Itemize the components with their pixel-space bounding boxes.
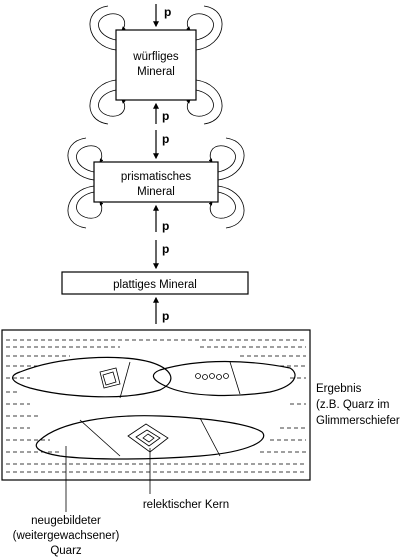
relict-core-label: relektischer Kern [143,499,229,511]
new-quartz-label-3: Quarz [50,545,82,557]
pressure-label-bottom-platy: p [162,309,169,323]
result-label-1: Ergebnis [316,383,362,395]
quartz-lens-3 [35,415,265,460]
cubic-mineral-label-2: Mineral [137,66,175,78]
platy-mineral-box [61,271,249,295]
prismatic-mineral-label-2: Mineral [137,186,175,198]
relict-core-1 [99,367,121,389]
cubic-mineral-group: würfliges Mineral p p [89,4,223,125]
schist-frame [1,329,311,481]
pressure-label-top-prismatic: p [162,132,169,146]
relict-core-2 [195,373,229,380]
prismatic-mineral-label-1: prismatisches [121,171,192,183]
quartz-lens-1 [12,356,172,398]
result-label-2: (z.B. Quarz im [316,399,389,411]
cubic-mineral-box [115,29,197,101]
prismatic-corner-flows [67,137,245,229]
platy-mineral-label: plattiges Mineral [113,279,197,291]
cubic-mineral-label-1: würfliges [132,51,179,63]
schist-texture [1,329,311,512]
pressure-label-bottom-prismatic: p [162,219,169,233]
pressure-label-bottom-cubic: p [162,109,169,123]
prismatic-mineral-group: p prismatisches Mineral p [67,130,245,233]
pressure-label-top-platy: p [162,242,169,256]
result-label-3: Glimmerschiefer [316,415,400,427]
pressure-label-top: p [164,5,171,19]
cubic-corner-flows [89,5,223,125]
platy-mineral-group: p plattiges Mineral p [61,240,249,324]
quartz-lens-2 [152,360,296,397]
new-quartz-label-1: neugebildeter [31,515,101,527]
relict-core-3 [127,423,169,453]
new-quartz-label-2: (weitergewachsener) [13,530,120,542]
prismatic-mineral-box [93,161,219,203]
